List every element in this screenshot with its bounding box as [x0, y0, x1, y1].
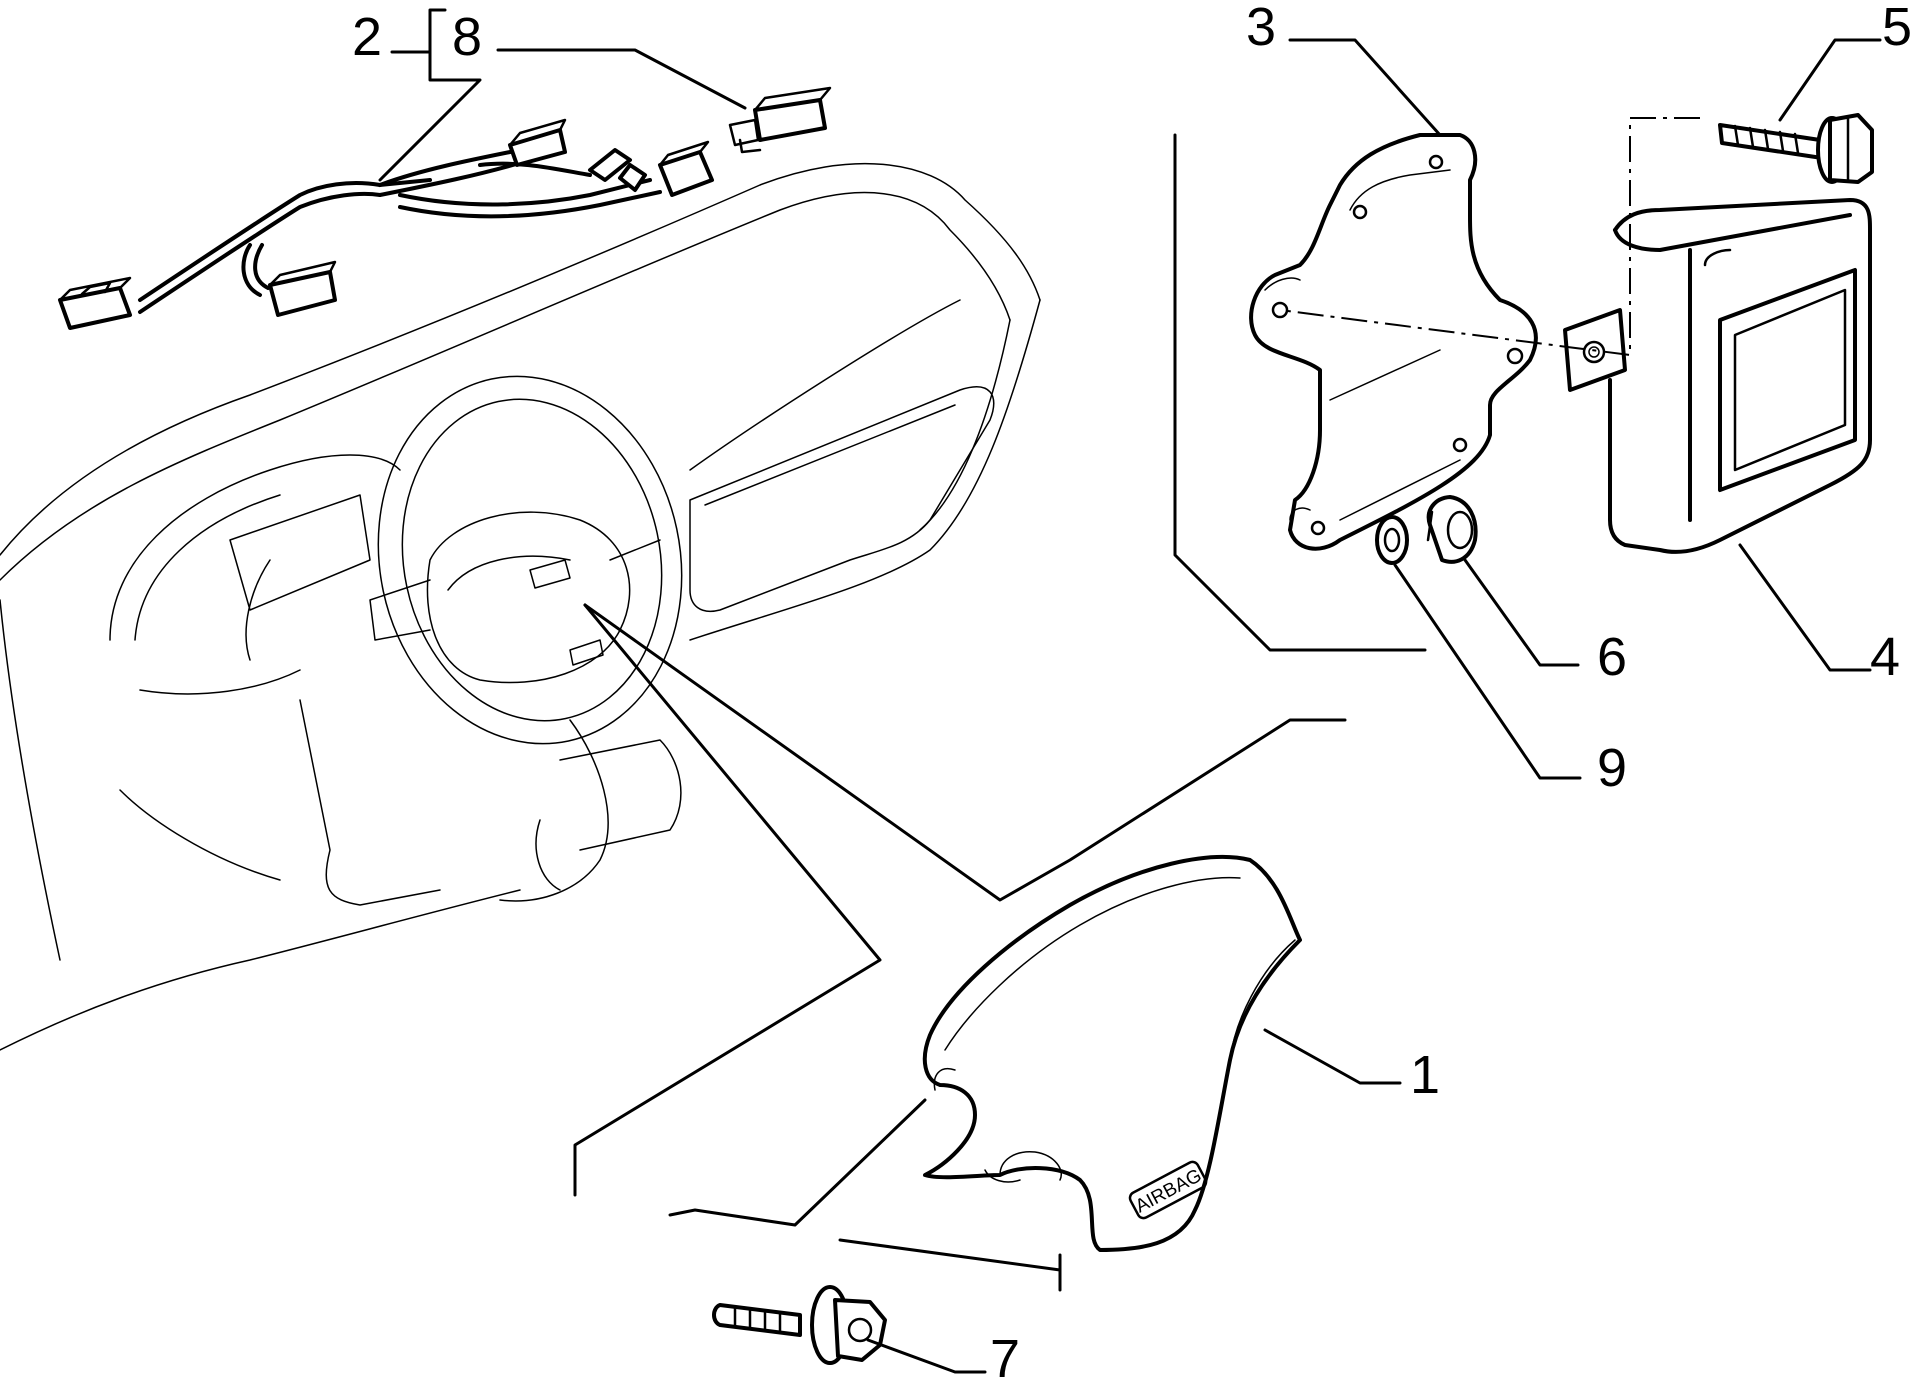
callout-5: 5: [1882, 0, 1912, 57]
dashboard: [0, 162, 1041, 1051]
bolt-alignment-line: [1279, 117, 1700, 357]
wiring-harness: [58, 118, 714, 330]
callout-3: 3: [1246, 0, 1276, 57]
callout-7: 7: [990, 1329, 1020, 1377]
bolt-5: [1718, 113, 1874, 184]
control-unit-4: [1563, 198, 1872, 554]
nut-6: [1426, 495, 1478, 564]
callout-8: 8: [452, 7, 482, 67]
bolt-7: [712, 1285, 887, 1365]
callout-2: 2: [352, 7, 382, 67]
group-bracket-line: [1173, 133, 1427, 652]
callout-labels: 2 8 3 5 4 6 9 1 7: [352, 0, 1912, 1377]
bracket-3: [1249, 133, 1538, 551]
callout-6: 6: [1597, 627, 1627, 687]
leader-lines: [378, 8, 1882, 1374]
callout-4: 4: [1870, 627, 1900, 687]
steering-wheel: [369, 375, 683, 745]
airbag-module-1: AIRBAG: [922, 855, 1302, 1252]
connector-8: [728, 86, 832, 154]
washer-9: [1375, 515, 1409, 565]
callout-9: 9: [1597, 738, 1627, 798]
callout-1: 1: [1410, 1045, 1440, 1105]
